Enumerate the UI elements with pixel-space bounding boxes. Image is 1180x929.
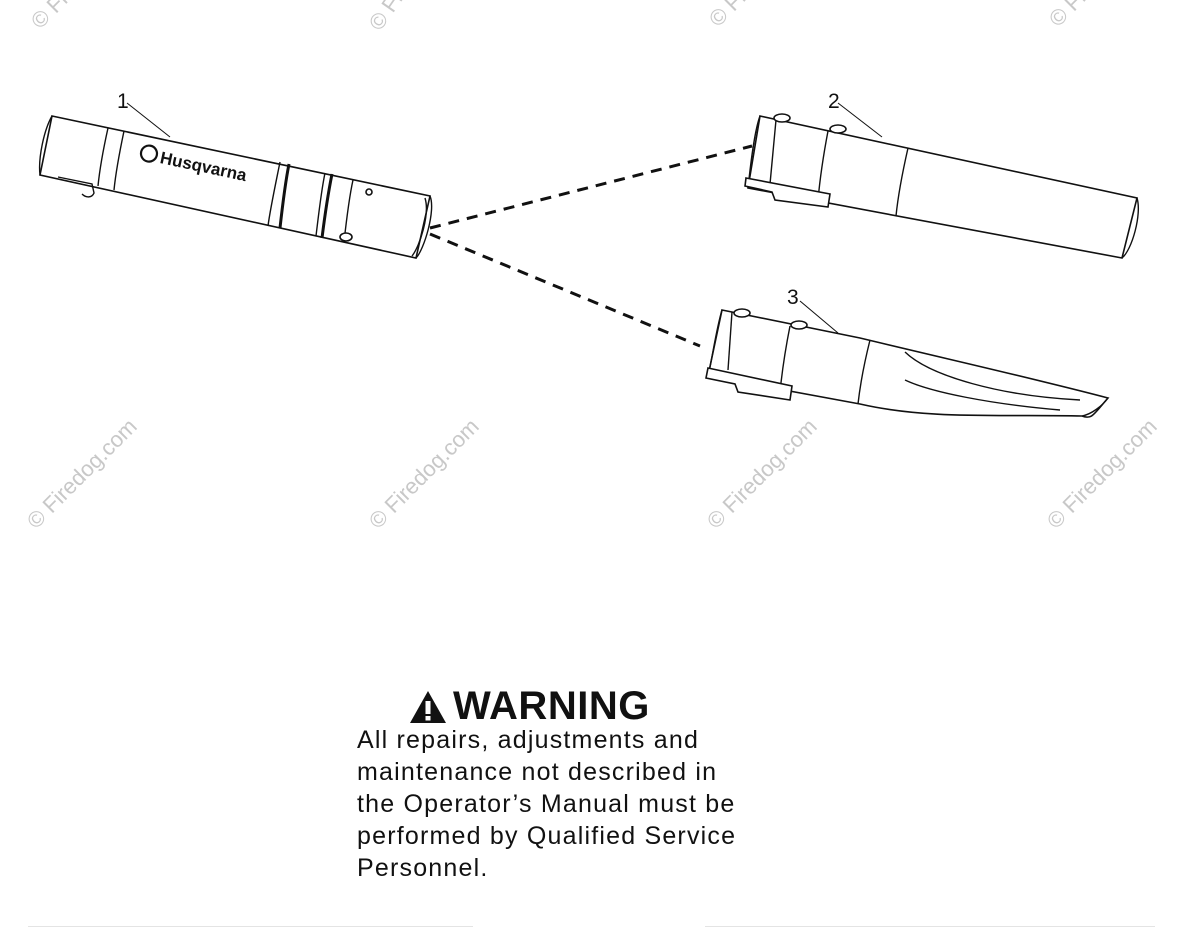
bottom-divider bbox=[705, 926, 1155, 927]
watermark-text: © Firedog.com bbox=[702, 414, 822, 534]
watermark-text: © Firedog.com bbox=[26, 0, 146, 34]
callout-1: 1 bbox=[117, 90, 129, 113]
warning-title-text: WARNING bbox=[453, 684, 650, 728]
warning-body: All repairs, adjustments and maintenance… bbox=[357, 724, 787, 884]
watermark-text: © Firedog.com bbox=[22, 414, 142, 534]
warning-line: All repairs, adjustments and bbox=[357, 726, 700, 754]
part-1-blower-tube: Husqvarna 1 bbox=[38, 90, 433, 259]
part-2-straight-nozzle: 2 bbox=[744, 90, 1139, 259]
callout-3: 3 bbox=[787, 286, 799, 309]
watermark-text: © Firedog.com bbox=[364, 414, 484, 534]
watermark-text: © Firedog.com bbox=[1042, 414, 1162, 534]
watermarks: © Firedog.com © Firedog.com © Firedog.co… bbox=[22, 0, 1164, 534]
warning-line: Personnel. bbox=[357, 854, 489, 882]
watermark-text: © Firedog.com bbox=[364, 0, 467, 35]
warning-line: performed by Qualified Service bbox=[357, 822, 737, 850]
warning-line: maintenance not described in bbox=[357, 758, 718, 786]
warning-triangle-icon bbox=[410, 690, 446, 723]
watermark-text: © Firedog.com bbox=[704, 0, 824, 32]
watermark-text: © Firedog.com bbox=[1044, 0, 1164, 32]
warning-line: the Operator’s Manual must be bbox=[357, 790, 736, 818]
warning-title: WARNING bbox=[409, 684, 650, 729]
connection-lines bbox=[429, 144, 753, 348]
callout-2: 2 bbox=[828, 90, 840, 113]
bottom-divider bbox=[28, 926, 473, 927]
part-3-curved-nozzle: 3 bbox=[705, 286, 1110, 418]
